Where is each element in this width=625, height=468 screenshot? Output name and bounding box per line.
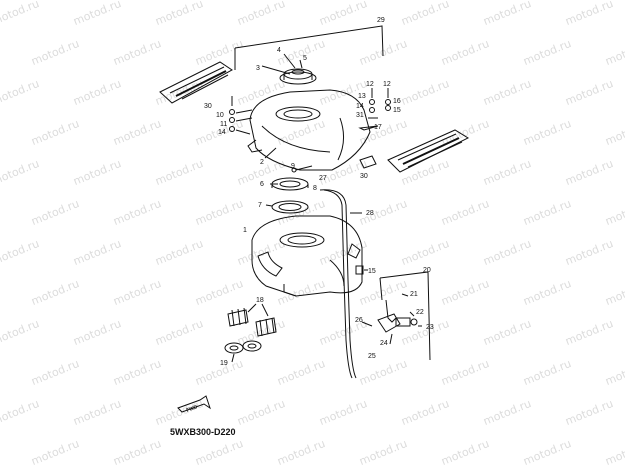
side-decal-right xyxy=(387,129,470,173)
callout: 25 xyxy=(368,353,376,360)
bracket-line-20 xyxy=(379,271,431,361)
callout: 13 xyxy=(358,93,366,100)
callout: 10 xyxy=(216,112,224,119)
callout: 7 xyxy=(258,202,262,209)
callout: 24 xyxy=(380,340,388,347)
bolt-stack-right xyxy=(358,88,391,131)
gasket-7 xyxy=(271,200,309,214)
leader-2 xyxy=(264,147,277,159)
fuel-tank-main xyxy=(251,215,363,297)
side-decal-left xyxy=(159,61,233,104)
leader-19 xyxy=(231,353,235,363)
callout: 30 xyxy=(204,103,212,110)
callout: 21 xyxy=(410,291,418,298)
bolt-stack-left xyxy=(229,96,253,135)
diagram-code: 5WXB300-D220 xyxy=(170,427,236,437)
callout: 18 xyxy=(256,297,264,304)
callout: 19 xyxy=(220,360,228,367)
leader-7 xyxy=(265,204,273,207)
grommet-set-19 xyxy=(224,340,262,354)
callout-labels: 29 4 5 3 30 12 12 13 16 14 15 31 17 10 1… xyxy=(204,17,434,367)
leader-26 xyxy=(361,321,373,327)
hose-28-inner xyxy=(323,189,353,379)
callout: 3 xyxy=(256,65,260,72)
bracket-line-20-left xyxy=(379,277,383,301)
fuel-cap xyxy=(279,68,317,85)
callout: 5 xyxy=(303,55,307,62)
part-15 xyxy=(355,265,368,275)
damper-set-18 xyxy=(227,307,277,337)
callout: 12 xyxy=(366,81,374,88)
fwd-arrow-icon xyxy=(177,395,211,413)
callout: 8 xyxy=(313,185,317,192)
tank-cover xyxy=(247,89,371,171)
callout: 23 xyxy=(426,324,434,331)
callout: 11 xyxy=(220,121,227,128)
leader-5 xyxy=(299,59,303,69)
callout: 22 xyxy=(416,309,424,316)
callout: 20 xyxy=(423,267,431,274)
callout: 15 xyxy=(393,107,401,114)
leader-4 xyxy=(283,53,296,69)
callout: 12 xyxy=(383,81,391,88)
callout: 28 xyxy=(366,210,374,217)
callout: 2 xyxy=(260,159,264,166)
callout: 26 xyxy=(355,317,363,324)
callout: 1 xyxy=(243,227,247,234)
callout: 27 xyxy=(319,175,327,182)
callout: 4 xyxy=(277,47,281,54)
callout: 31 xyxy=(356,112,364,119)
leader-18 xyxy=(247,303,269,317)
leader-22 xyxy=(409,311,415,317)
leader-21 xyxy=(401,293,409,297)
bracket-line-29 xyxy=(234,25,384,57)
fuel-petcock xyxy=(377,299,418,345)
callout: 14 xyxy=(356,103,364,110)
callout: 17 xyxy=(374,124,382,131)
callout: 9 xyxy=(291,163,295,170)
callout: 15 xyxy=(368,268,376,275)
leader-3 xyxy=(261,65,291,75)
emblem-30 xyxy=(359,155,377,169)
callout: 16 xyxy=(393,98,401,105)
fwd-label: FWD xyxy=(186,404,199,414)
callout: 6 xyxy=(260,181,264,188)
callout: 14 xyxy=(218,129,226,136)
callout: 29 xyxy=(377,17,385,24)
hose-28 xyxy=(319,189,357,379)
callout: 30 xyxy=(360,173,368,180)
